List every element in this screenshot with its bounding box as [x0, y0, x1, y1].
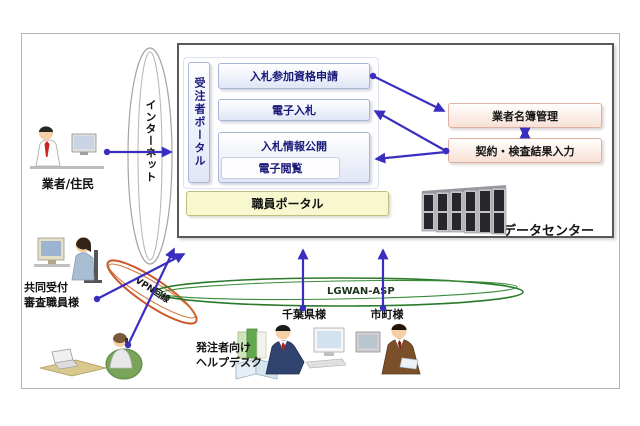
- chiba-pref-label: 千葉県様: [282, 308, 326, 321]
- joint-reception-label: 共同受付 審査職員様: [24, 280, 79, 310]
- vendor-registry-box: 業者名簿管理: [448, 103, 602, 128]
- contractor-portal-box: 受注者ポータル: [188, 62, 210, 183]
- helpdesk-label-line2: ヘルプデスク: [196, 356, 262, 369]
- service-box-bid-info-label: 入札情報公開: [261, 140, 327, 153]
- service-box-eviewing: 電子閲覧: [221, 157, 340, 179]
- lgwan-label: LGWAN-ASP: [327, 286, 395, 297]
- contract-inspection-box: 契約・検査結果入力: [448, 138, 602, 163]
- service-box-qualification: 入札参加資格申請: [218, 63, 370, 89]
- helpdesk-label: 発注者向け ヘルプデスク: [196, 340, 262, 370]
- joint-reception-label-line2: 審査職員様: [24, 296, 79, 309]
- internet-label: インターネット: [144, 99, 157, 183]
- municipalities-label: 市町様: [370, 308, 404, 321]
- datacenter-label: データセンター: [503, 224, 595, 239]
- staff-portal-box: 職員ポータル: [186, 191, 389, 216]
- service-box-ebidding: 電子入札: [218, 99, 370, 121]
- joint-reception-label-line1: 共同受付: [24, 281, 68, 294]
- vendor-resident-label: 業者/住民: [41, 177, 95, 191]
- helpdesk-label-line1: 発注者向け: [196, 341, 251, 354]
